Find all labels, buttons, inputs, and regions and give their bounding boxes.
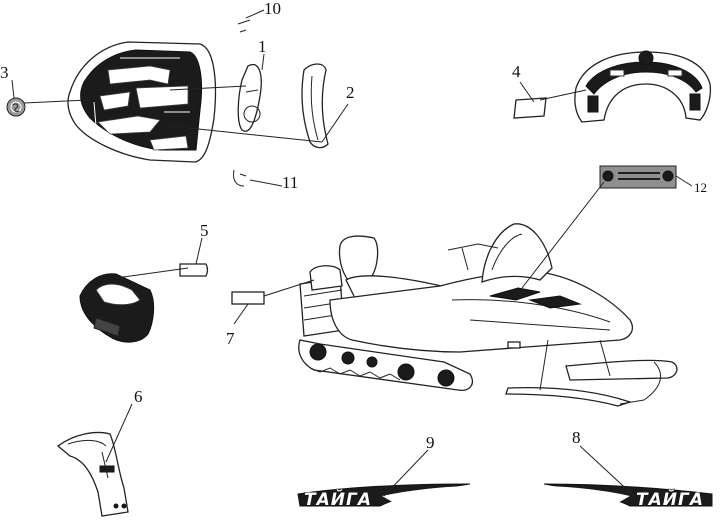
callout-6: 6 [134, 387, 143, 406]
callout-8: 8 [572, 428, 581, 447]
callout-4: 4 [512, 62, 521, 81]
callout-11: 11 [282, 173, 298, 192]
snowmobile [298, 223, 678, 407]
callout-1: 1 [258, 37, 267, 56]
brand-name-right: ТАЙГА [636, 488, 704, 510]
callout-numbers: 1 2 3 4 5 6 7 8 9 10 11 12 [0, 0, 707, 452]
headlight-lens [237, 63, 262, 132]
side-decal [231, 291, 265, 305]
callout-3: 3 [0, 63, 9, 82]
callout-10: 10 [264, 0, 281, 18]
callout-12: 12 [694, 180, 707, 195]
trim-part-10 [237, 19, 251, 33]
brand-name-left: ТАЙГА [304, 488, 372, 510]
round-emblem [6, 97, 26, 117]
callout-5: 5 [200, 221, 209, 240]
track-wheels [309, 343, 455, 387]
brand-decal-left: ТАЙГА [297, 483, 471, 511]
leader-lines [11, 9, 693, 497]
console-decal [513, 97, 547, 119]
callout-7: 7 [226, 329, 235, 348]
handle-grip-box [79, 273, 155, 343]
trim-part-11 [233, 169, 247, 187]
rear-mudflap [56, 431, 129, 517]
instrument-decal [599, 165, 677, 189]
handle-decal-tag [179, 263, 209, 277]
callout-9: 9 [426, 433, 435, 452]
windshield-strip [301, 63, 329, 149]
dashboard-console [574, 50, 712, 123]
hood-fairing [67, 41, 217, 163]
callout-2: 2 [346, 83, 355, 102]
brand-decal-right: ТАЙГА [543, 483, 713, 511]
